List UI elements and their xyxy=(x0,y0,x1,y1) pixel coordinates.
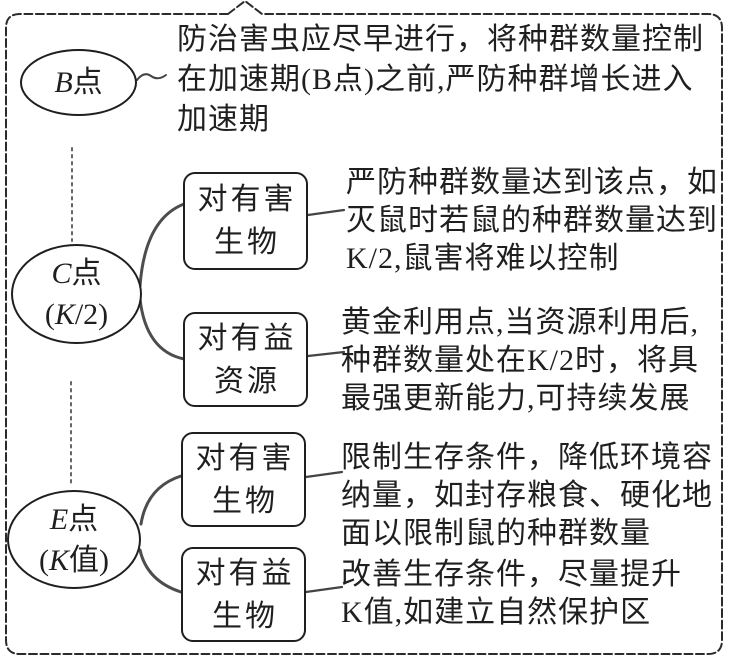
note-c-harmful: 严防种群数量达到该点，如 灭鼠时若鼠的种群数量达到 K/2,鼠害将难以控制 xyxy=(346,164,718,278)
point-suffix: 点 xyxy=(71,257,102,290)
box-c-harmful-organisms: 对有害 生物 xyxy=(183,172,308,270)
point-suffix: 点 xyxy=(72,66,103,99)
value-open: ( xyxy=(38,543,49,577)
note-c-beneficial: 黄金利用点,当资源利用后, 种群数量处在K/2时，将具 最强更新能力,可持续发展 xyxy=(341,304,699,418)
note-line: 严防种群数量达到该点，如 xyxy=(346,166,718,199)
node-value: (K值) xyxy=(39,540,109,581)
note-line: K值,如建立自然保护区 xyxy=(341,596,652,629)
box-line: 对有益 xyxy=(197,321,297,355)
value-open: ( xyxy=(44,298,55,331)
box-c-beneficial-resources: 对有益 资源 xyxy=(183,312,308,407)
note-line: 纳量，如封存粮食、硬化地 xyxy=(341,479,713,512)
node-label: E点 xyxy=(50,499,98,540)
box-line: 对有害 xyxy=(197,183,297,216)
c-upper-arc xyxy=(138,202,186,288)
box-e-harmful-organisms: 对有害 生物 xyxy=(181,432,306,527)
node-label: B点 xyxy=(54,62,102,103)
node-label: C点 xyxy=(51,253,101,294)
e-lower-arc xyxy=(138,548,183,594)
node-c-point: C点 (K/2) xyxy=(11,244,142,344)
c-harmful-note-dash xyxy=(306,208,346,217)
note-line: 面以限制鼠的种群数量 xyxy=(341,517,651,550)
bubble-outline xyxy=(5,0,723,655)
note-line: 防治害虫应尽早进行，将种群数量控制 xyxy=(177,23,704,56)
box-line: 对有害 xyxy=(195,441,295,475)
e-upper-arc xyxy=(139,474,183,526)
box-line: 生物 xyxy=(214,226,280,259)
note-line: K/2,鼠害将难以控制 xyxy=(346,242,620,275)
note-line: 灭鼠时若鼠的种群数量达到 xyxy=(346,204,718,237)
b-note-dash xyxy=(136,73,167,81)
note-line: 最强更新能力,可持续发展 xyxy=(341,382,691,415)
point-letter: B xyxy=(54,66,73,99)
box-line: 资源 xyxy=(214,364,280,398)
note-line: 限制生存条件，降低环境容 xyxy=(341,441,713,474)
note-e-beneficial: 改善生存条件，尽量提升 K值,如建立自然保护区 xyxy=(341,556,682,632)
note-line: 在加速期(B点)之前,严防种群增长进入 xyxy=(177,63,694,96)
note-line: 黄金利用点,当资源利用后, xyxy=(341,306,699,339)
point-letter: C xyxy=(51,257,72,290)
c-beneficial-note-dash xyxy=(306,350,346,358)
box-line: 对有益 xyxy=(195,556,295,590)
note-e-harmful: 限制生存条件，降低环境容 纳量，如封存粮食、硬化地 面以限制鼠的种群数量 xyxy=(341,439,713,553)
note-line: 改善生存条件，尽量提升 xyxy=(341,558,682,591)
value-rest: 值) xyxy=(69,543,109,577)
note-line: 加速期 xyxy=(177,103,270,136)
node-value: (K/2) xyxy=(45,294,108,335)
e-harmful-note-dash xyxy=(304,470,344,479)
value-rest: /2) xyxy=(74,298,109,331)
box-line: 生物 xyxy=(212,484,278,518)
c-lower-arc xyxy=(138,297,186,361)
node-b-point: B点 xyxy=(20,49,137,116)
point-suffix: 点 xyxy=(68,502,99,536)
value-letter: K xyxy=(54,298,75,331)
e-beneficial-note-dash xyxy=(304,585,344,594)
note-b-point: 防治害虫应尽早进行，将种群数量控制 在加速期(B点)之前,严防种群增长进入 加速… xyxy=(177,20,704,140)
box-line: 生物 xyxy=(212,599,278,633)
note-line: 种群数量处在K/2时，将具 xyxy=(341,344,699,377)
box-e-beneficial-organisms: 对有益 生物 xyxy=(181,547,306,642)
value-letter: K xyxy=(48,543,69,577)
node-e-point: E点 (K值) xyxy=(7,490,141,589)
point-letter: E xyxy=(49,502,69,536)
